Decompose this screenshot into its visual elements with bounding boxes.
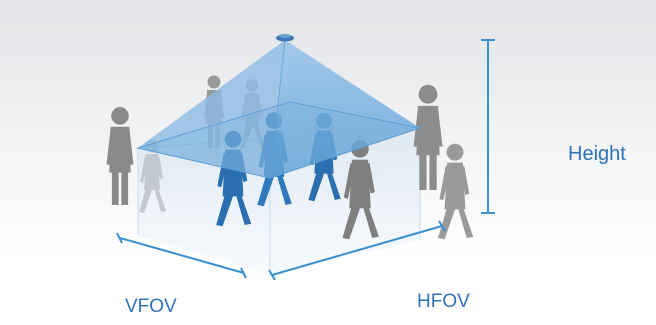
ceiling-sensor-icon: [276, 34, 294, 42]
person-outside-zone: [106, 107, 134, 205]
vfov-measure-line: [116, 232, 247, 279]
hfov-measure-line: [268, 220, 446, 281]
height-measure-line: [481, 39, 495, 214]
height-label: Height: [568, 143, 626, 165]
vfov-label: VFOV: [125, 296, 177, 317]
hfov-label: HFOV: [417, 291, 470, 312]
person-outside-zone: [438, 143, 474, 240]
coverage-pyramid: [136, 39, 422, 179]
